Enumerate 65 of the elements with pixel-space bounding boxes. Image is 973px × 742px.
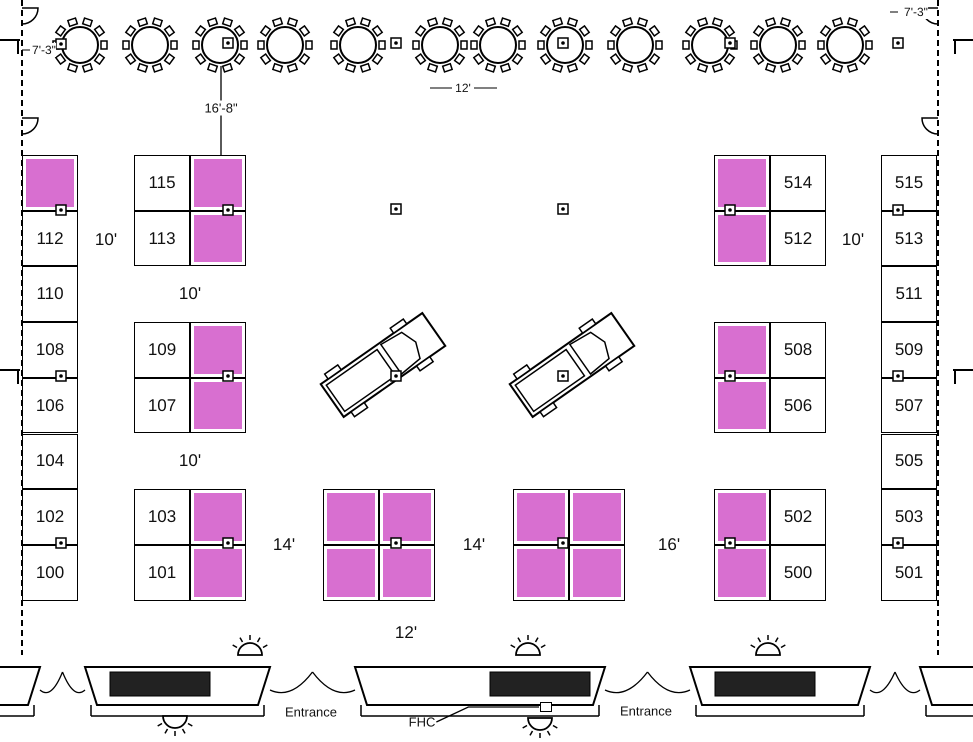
booth <box>190 155 246 211</box>
booth <box>569 544 625 601</box>
booth <box>379 544 435 601</box>
booth <box>513 489 569 545</box>
booth <box>379 489 435 545</box>
fire-hose-cabinet-label: FHC <box>408 714 436 730</box>
booth <box>714 155 770 211</box>
leader-line <box>436 706 539 723</box>
booth: 501 <box>881 544 937 601</box>
entrance-label: Entrance <box>284 704 338 720</box>
booth: 511 <box>881 266 937 322</box>
booth: 507 <box>881 378 937 434</box>
booth: 505 <box>881 434 937 490</box>
booth <box>714 544 770 601</box>
booth: 514 <box>770 155 826 211</box>
cabinet-box <box>540 702 552 712</box>
dimension-label: 14' <box>462 535 486 555</box>
booth: 103 <box>134 489 190 545</box>
booth: 503 <box>881 489 937 545</box>
booth <box>22 155 78 211</box>
booth: 108 <box>22 322 78 378</box>
entrance-label: Entrance <box>620 704 672 718</box>
booth <box>190 489 246 545</box>
booth: 104 <box>22 434 78 490</box>
booth: 509 <box>881 322 937 378</box>
dimension-label: 10' <box>178 451 202 471</box>
booth <box>190 378 246 434</box>
booth <box>513 544 569 601</box>
booth: 101 <box>134 544 190 601</box>
booth <box>714 322 770 378</box>
booth: 100 <box>22 544 78 601</box>
booth: 508 <box>770 322 826 378</box>
booth <box>714 489 770 545</box>
dimension-label: 7'-3" <box>32 43 56 57</box>
booth <box>190 544 246 601</box>
dimension-label: 12' <box>394 623 418 643</box>
dimension-label: 10' <box>94 230 118 250</box>
booth: 102 <box>22 489 78 545</box>
booth: 107 <box>134 378 190 434</box>
booth: 112 <box>22 210 78 266</box>
dimension-label: 14' <box>272 535 296 555</box>
dimension-label: 7'-3" <box>904 5 928 19</box>
booth: 106 <box>22 378 78 434</box>
booth <box>323 544 379 601</box>
booth: 512 <box>770 210 826 266</box>
dimension-label: 12' <box>455 81 471 95</box>
booth: 513 <box>881 210 937 266</box>
booth: 110 <box>22 266 78 322</box>
dimension-label: 10' <box>178 284 202 304</box>
booth <box>190 322 246 378</box>
booth: 506 <box>770 378 826 434</box>
dimension-label: 10' <box>842 230 864 250</box>
booth: 115 <box>134 155 190 211</box>
booth: 109 <box>134 322 190 378</box>
dimension-label: 16'-8" <box>204 100 238 116</box>
booth <box>190 210 246 266</box>
booth <box>714 210 770 266</box>
booth: 113 <box>134 210 190 266</box>
booth: 502 <box>770 489 826 545</box>
booth: 500 <box>770 544 826 601</box>
dimension-label: 16' <box>658 535 680 555</box>
booth <box>569 489 625 545</box>
booth <box>714 378 770 434</box>
booth: 515 <box>881 155 937 211</box>
booth <box>323 489 379 545</box>
